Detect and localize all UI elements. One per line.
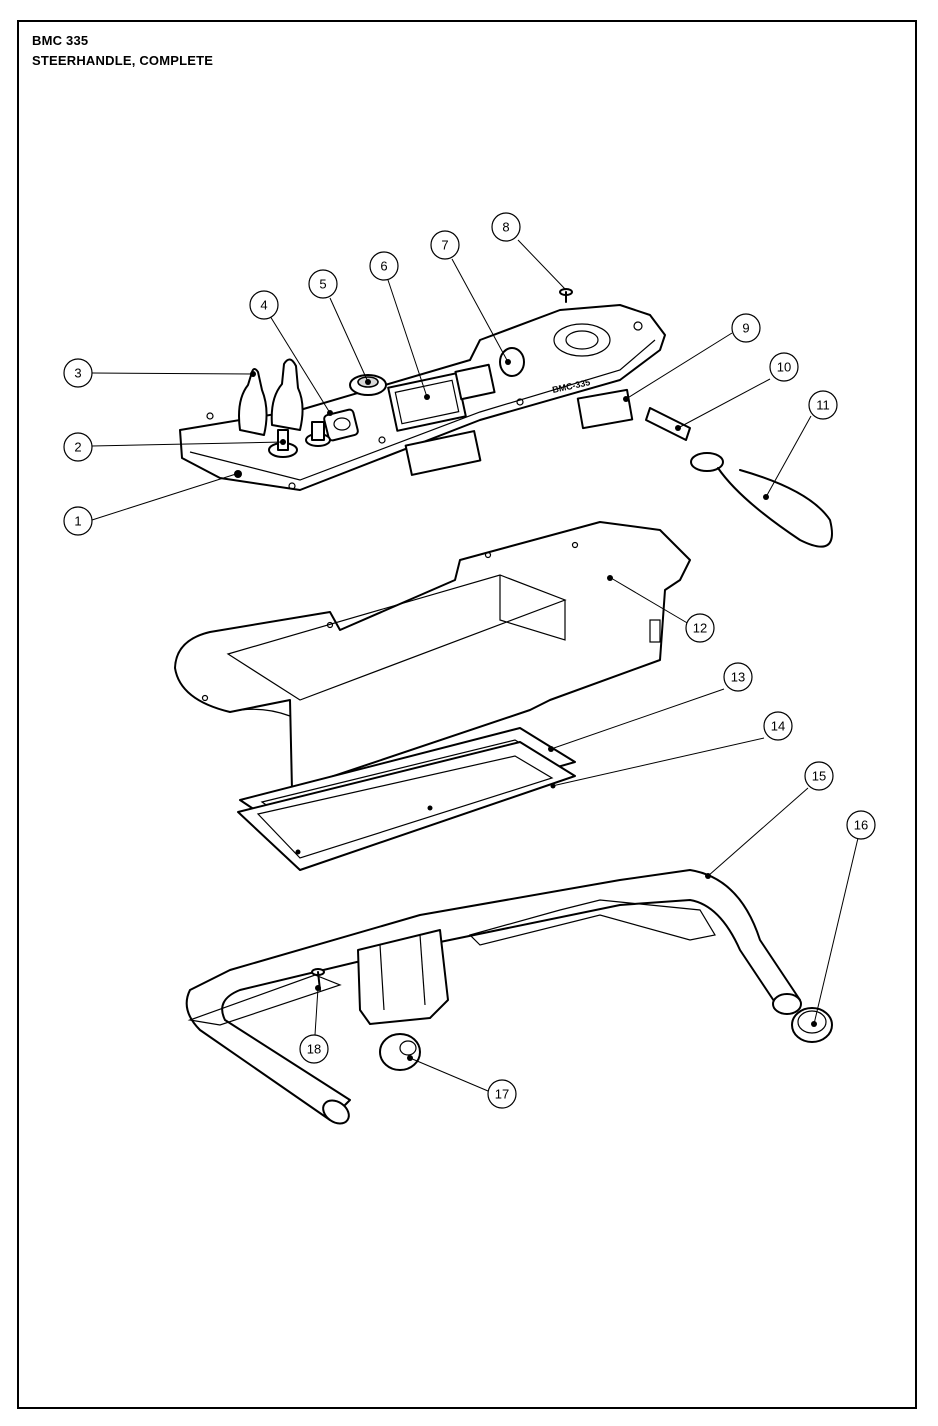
svg-text:11: 11 bbox=[816, 398, 830, 413]
lever-left bbox=[238, 368, 268, 436]
callout-6: 6 bbox=[369, 251, 399, 281]
callout-2: 2 bbox=[63, 432, 93, 462]
handle-tube-15 bbox=[185, 869, 802, 1125]
svg-text:8: 8 bbox=[502, 220, 509, 235]
key-switch bbox=[323, 408, 359, 442]
callout-4: 4 bbox=[249, 290, 279, 320]
svg-text:10: 10 bbox=[777, 360, 791, 375]
bracket-10 bbox=[645, 407, 691, 441]
callout-10: 10 bbox=[769, 352, 799, 382]
leader-lines bbox=[91, 239, 859, 1092]
callout-13: 13 bbox=[723, 662, 753, 692]
callout-18: 18 bbox=[299, 1034, 329, 1064]
lanyard-11 bbox=[690, 452, 833, 548]
svg-text:12: 12 bbox=[693, 621, 707, 636]
roller-17 bbox=[379, 1033, 421, 1071]
svg-text:1: 1 bbox=[74, 514, 81, 529]
model-label: BMC 335 bbox=[32, 33, 89, 48]
leader-dots bbox=[250, 359, 817, 1061]
svg-text:16: 16 bbox=[854, 818, 868, 833]
svg-text:4: 4 bbox=[260, 298, 267, 313]
svg-text:5: 5 bbox=[319, 277, 326, 292]
svg-text:15: 15 bbox=[812, 769, 826, 784]
callout-8: 8 bbox=[491, 212, 521, 242]
cover-plate-14 bbox=[237, 741, 576, 871]
callout-16: 16 bbox=[846, 810, 876, 840]
lever-right bbox=[270, 358, 304, 431]
callout-11: 11 bbox=[808, 390, 838, 420]
connector-9 bbox=[576, 388, 634, 430]
svg-text:7: 7 bbox=[441, 238, 448, 253]
callout-7: 7 bbox=[430, 230, 460, 260]
callout-3: 3 bbox=[63, 358, 93, 388]
svg-text:9: 9 bbox=[742, 321, 749, 336]
drawing-title: STEERHANDLE, COMPLETE bbox=[32, 53, 214, 68]
rocker-switch bbox=[454, 363, 496, 401]
callout-15: 15 bbox=[804, 761, 834, 791]
callout-9: 9 bbox=[731, 313, 761, 343]
callout-12: 12 bbox=[685, 613, 715, 643]
svg-text:17: 17 bbox=[495, 1087, 509, 1102]
rotary-knob bbox=[499, 347, 525, 377]
callout-14: 14 bbox=[763, 711, 793, 741]
housing-12 bbox=[174, 521, 691, 791]
callout-1: 1 bbox=[63, 506, 93, 536]
dial-gauge bbox=[553, 323, 611, 357]
clamp-bracket bbox=[357, 929, 449, 1025]
svg-text:14: 14 bbox=[771, 719, 785, 734]
svg-text:2: 2 bbox=[74, 440, 81, 455]
callout-5: 5 bbox=[308, 269, 338, 299]
svg-text:3: 3 bbox=[74, 366, 81, 381]
callout-17: 17 bbox=[487, 1079, 517, 1109]
control-panel: BMC-335 bbox=[179, 288, 666, 491]
svg-text:13: 13 bbox=[731, 670, 745, 685]
svg-text:6: 6 bbox=[380, 259, 387, 274]
drawing-frame bbox=[17, 20, 917, 1409]
svg-text:18: 18 bbox=[307, 1042, 321, 1057]
